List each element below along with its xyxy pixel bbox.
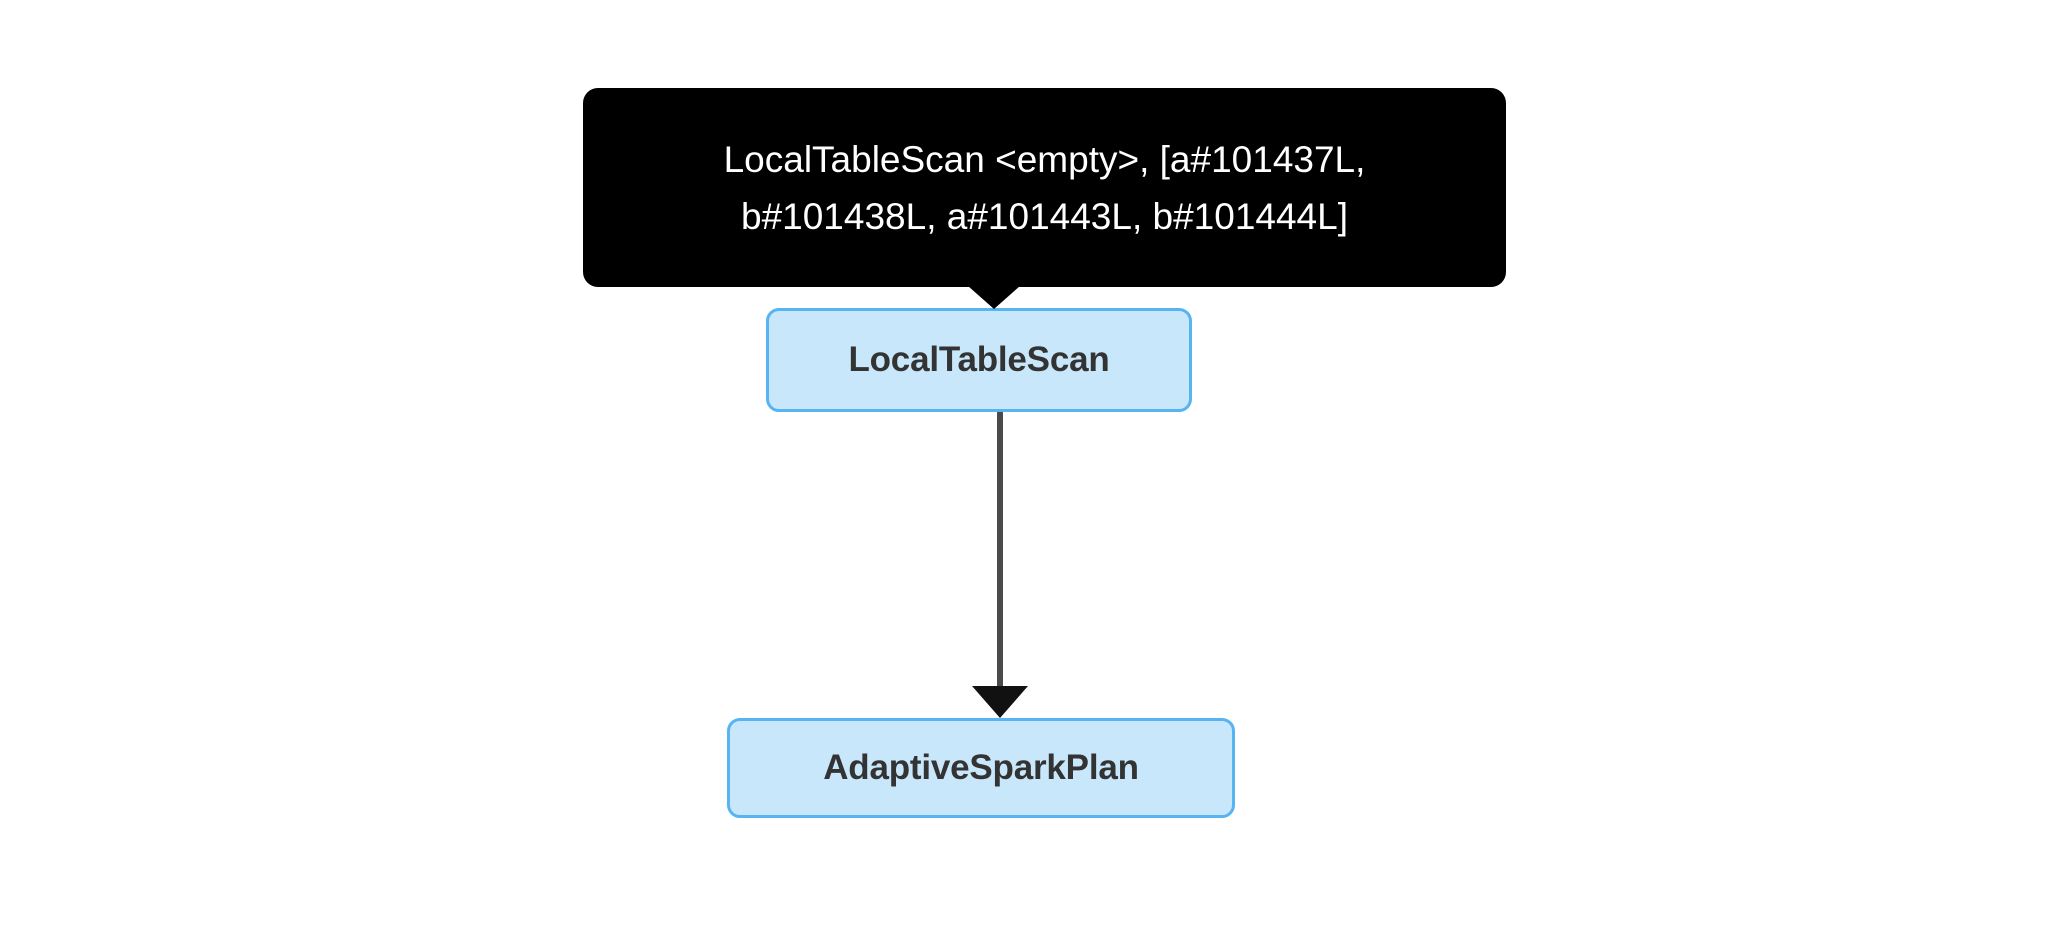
tooltip-line-1: LocalTableScan <empty>, [a#101437L, [723, 138, 1366, 180]
plan-node-label: AdaptiveSparkPlan [823, 748, 1139, 787]
tooltip-line-2: b#101438L, a#101443L, b#101444L] [741, 195, 1348, 237]
edge-arrowhead-icon [972, 686, 1028, 718]
plan-node-localtablescan[interactable]: LocalTableScan [766, 308, 1192, 412]
node-tooltip: LocalTableScan <empty>, [a#101437L, b#10… [583, 88, 1506, 287]
plan-node-label: LocalTableScan [848, 340, 1110, 379]
tooltip-pointer-icon [968, 286, 1020, 309]
plan-node-adaptivesparkplan[interactable]: AdaptiveSparkPlan [727, 718, 1235, 818]
